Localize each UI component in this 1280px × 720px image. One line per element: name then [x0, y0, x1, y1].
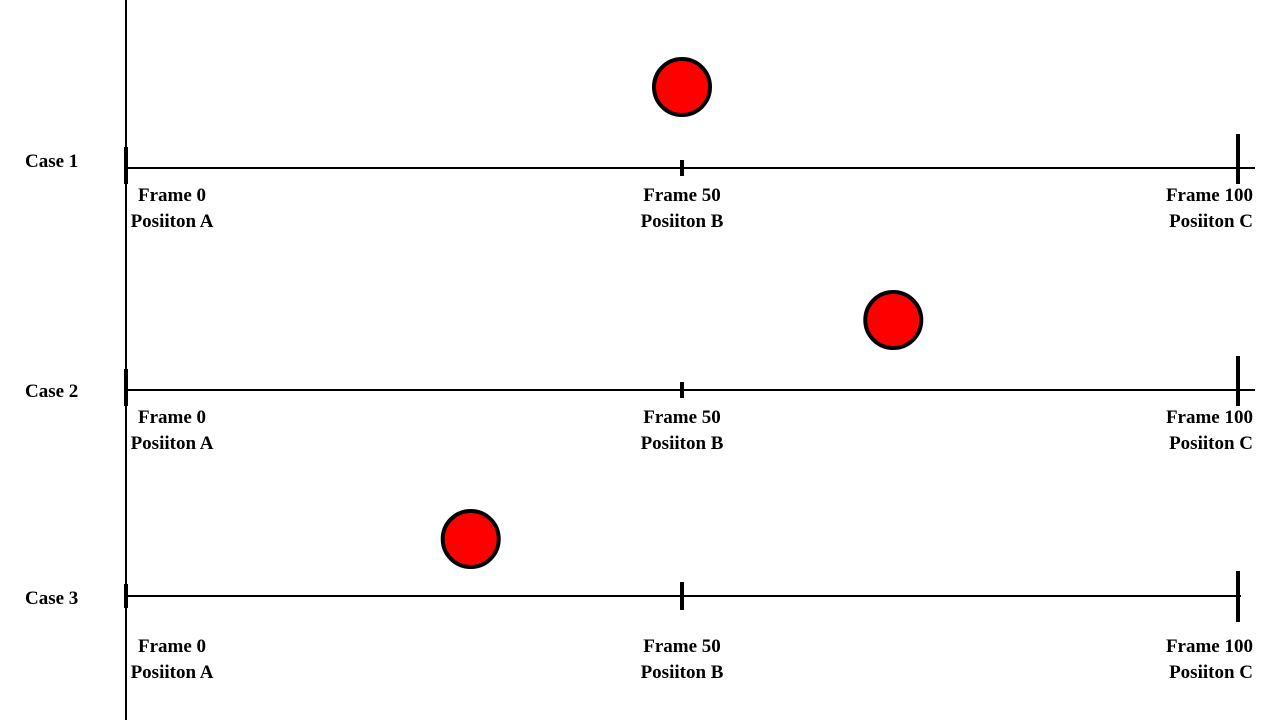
case-3-marker-a-label: Frame 0 Posiiton A [112, 634, 232, 686]
case-1-marker-c-label: Frame 100 Posiiton C [1093, 183, 1253, 235]
case-3-frame-0: Frame 0 [137, 636, 207, 657]
case-1-ball [652, 57, 712, 117]
case-1-marker-a-label: Frame 0 Posiiton A [112, 183, 232, 235]
case-3-position-c: Posiiton C [1169, 662, 1253, 683]
case-2-position-c: Posiiton C [1169, 433, 1253, 454]
case-2-frame-100: Frame 100 [1165, 407, 1253, 428]
case-3-position-b: Posiiton B [640, 662, 724, 683]
case-2-marker-b-label: Frame 50 Posiiton B [622, 405, 742, 457]
case-1-label: Case 1 [25, 151, 79, 172]
case-2-label: Case 2 [25, 381, 79, 402]
case-2-frame-50: Frame 50 [643, 407, 721, 428]
case-1-position-a: Posiiton A [130, 211, 214, 232]
case-2-frame-0: Frame 0 [137, 407, 207, 428]
case-3-frame-50: Frame 50 [643, 636, 721, 657]
case-3-marker-c-label: Frame 100 Posiiton C [1093, 634, 1253, 686]
case-3-label: Case 3 [25, 588, 79, 609]
case-1-position-b: Posiiton B [640, 211, 724, 232]
case-1-frame-100: Frame 100 [1165, 185, 1253, 206]
case-3-ball [440, 509, 501, 569]
case-1-frame-0: Frame 0 [137, 185, 207, 206]
case-1-marker-b-label: Frame 50 Posiiton B [622, 183, 742, 235]
case-2-marker-a-label: Frame 0 Posiiton A [112, 405, 232, 457]
case-3-frame-100: Frame 100 [1165, 636, 1253, 657]
case-1-frame-50: Frame 50 [643, 185, 721, 206]
case-3-position-a: Posiiton A [130, 662, 214, 683]
case-2-position-b: Posiiton B [640, 433, 724, 454]
case-2-ball [863, 290, 924, 350]
case-3-marker-b-label: Frame 50 Posiiton B [622, 634, 742, 686]
case-2-marker-c-label: Frame 100 Posiiton C [1093, 405, 1253, 457]
case-2-position-a: Posiiton A [130, 433, 214, 454]
case-1-position-c: Posiiton C [1169, 211, 1253, 232]
